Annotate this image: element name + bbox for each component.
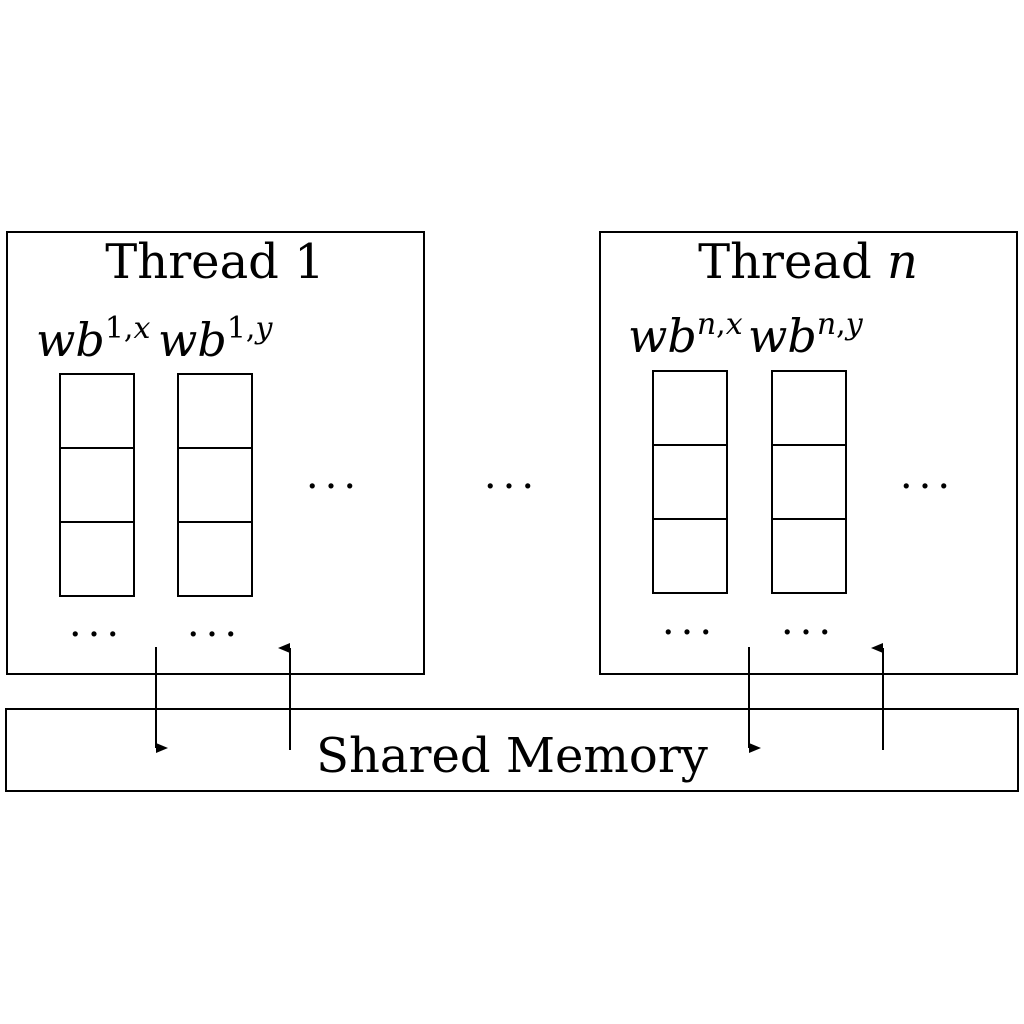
thread-1-title: Thread 1 <box>105 234 324 290</box>
buffer-cell <box>771 518 847 594</box>
buffer-cell <box>177 373 253 449</box>
buffer-cell <box>652 444 728 520</box>
thread-n-title: Thread n <box>698 234 918 290</box>
buffer-cell <box>177 521 253 597</box>
thread-n-buffer-y-label: wbn,y <box>748 307 864 363</box>
shared-memory-box: Shared Memory <box>5 708 1019 792</box>
thread-n-buffer-y <box>771 370 847 594</box>
buffer-cell <box>177 447 253 523</box>
buffer-cell <box>59 447 135 523</box>
thread-1-box: Thread 1 wb1,x wb1,y ... ... ... <box>6 231 425 675</box>
threads-gap-ellipsis: ... <box>484 452 540 498</box>
thread-n-buffer-x-ellipsis: ... <box>662 598 718 644</box>
thread-n-frame <box>599 231 1018 675</box>
thread-1-buffer-y <box>177 373 253 597</box>
thread-1-buffer-x-ellipsis: ... <box>69 600 125 646</box>
thread-n-buffer-x <box>652 370 728 594</box>
thread-1-buffer-y-label: wb1,y <box>158 311 273 367</box>
buffer-cell <box>771 370 847 446</box>
buffer-cell <box>771 444 847 520</box>
thread-1-frame <box>6 231 425 675</box>
thread-n-buffer-y-ellipsis: ... <box>781 598 837 644</box>
buffer-cell <box>652 518 728 594</box>
thread-1-buffer-x-label: wb1,x <box>36 311 150 367</box>
thread-n-box: Thread n wbn,x wbn,y ... ... ... <box>599 231 1018 675</box>
buffer-cell <box>59 521 135 597</box>
thread-1-buffer-x <box>59 373 135 597</box>
shared-memory-label: Shared Memory <box>316 728 708 784</box>
buffer-cell <box>59 373 135 449</box>
thread-n-buffer-x-label: wbn,x <box>628 307 743 363</box>
buffer-cell <box>652 370 728 446</box>
thread-n-more-buffers-ellipsis: ... <box>900 452 956 498</box>
thread-1-buffer-y-ellipsis: ... <box>187 600 243 646</box>
thread-1-more-buffers-ellipsis: ... <box>306 452 362 498</box>
shared-memory-frame <box>5 708 1019 792</box>
